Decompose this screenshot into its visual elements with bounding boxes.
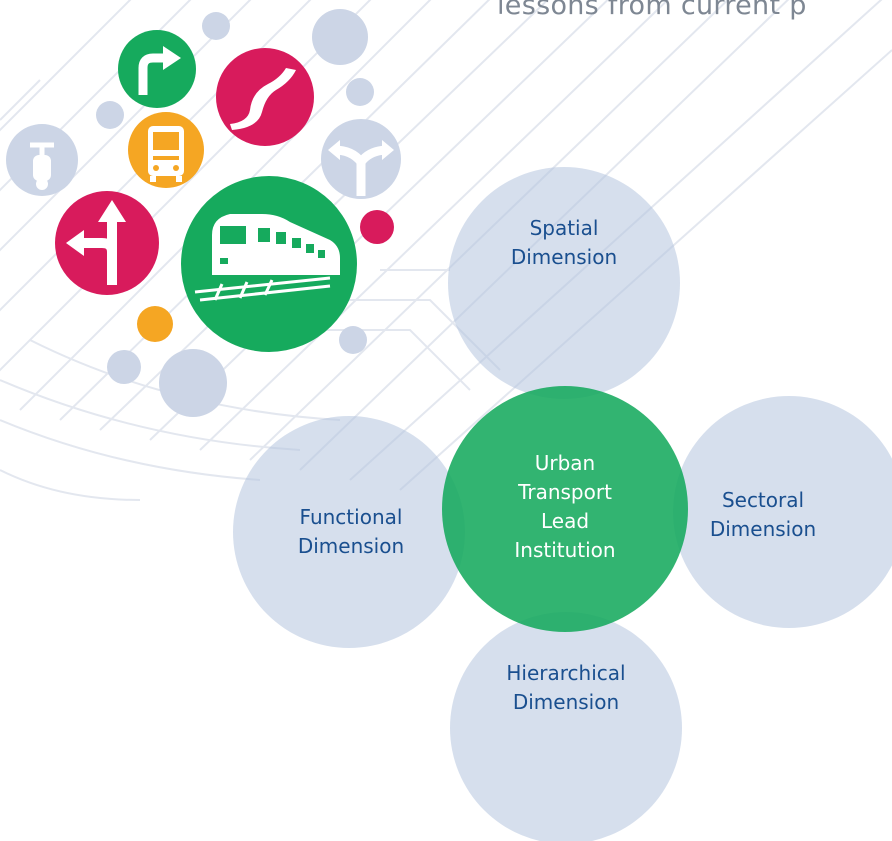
spatial-dimension-circle: Spatial Dimension <box>448 167 680 399</box>
pale-bubble <box>96 101 124 129</box>
header-text: lessons from current p <box>497 0 807 21</box>
turn-right-arrow-icon <box>118 30 196 108</box>
train-icon <box>181 176 357 352</box>
road-fork-icon <box>321 119 401 199</box>
pale-bubble <box>107 350 141 384</box>
pale-bubble <box>346 78 374 106</box>
sectoral-dimension-circle: Sectoral Dimension <box>673 396 892 628</box>
urban-transport-lead-institution-circle: Urban Transport Lead Institution <box>442 386 688 632</box>
functional-dimension-circle: Functional Dimension <box>233 416 465 648</box>
crimson-dot <box>360 210 394 244</box>
pale-bubble <box>312 9 368 65</box>
pale-bubble <box>202 12 230 40</box>
transport-icon-cluster <box>6 9 401 417</box>
scooter-icon <box>6 124 78 196</box>
spatial-dimension-label: Spatial Dimension <box>510 216 618 269</box>
hierarchical-dimension-circle: Hierarchical Dimension <box>450 612 682 841</box>
hierarchical-dimension-label: Hierarchical Dimension <box>506 661 626 714</box>
pale-bubble <box>339 326 367 354</box>
orange-dot <box>137 306 173 342</box>
winding-road-icon <box>216 48 314 146</box>
bus-icon <box>128 112 204 188</box>
sectoral-dimension-label: Sectoral Dimension <box>709 488 817 541</box>
left-and-straight-arrow-icon <box>55 191 159 295</box>
pale-bubble <box>159 349 227 417</box>
urban-transport-lead-institution-label: Urban Transport Lead Institution <box>514 451 616 562</box>
functional-dimension-label: Functional Dimension <box>297 505 405 558</box>
